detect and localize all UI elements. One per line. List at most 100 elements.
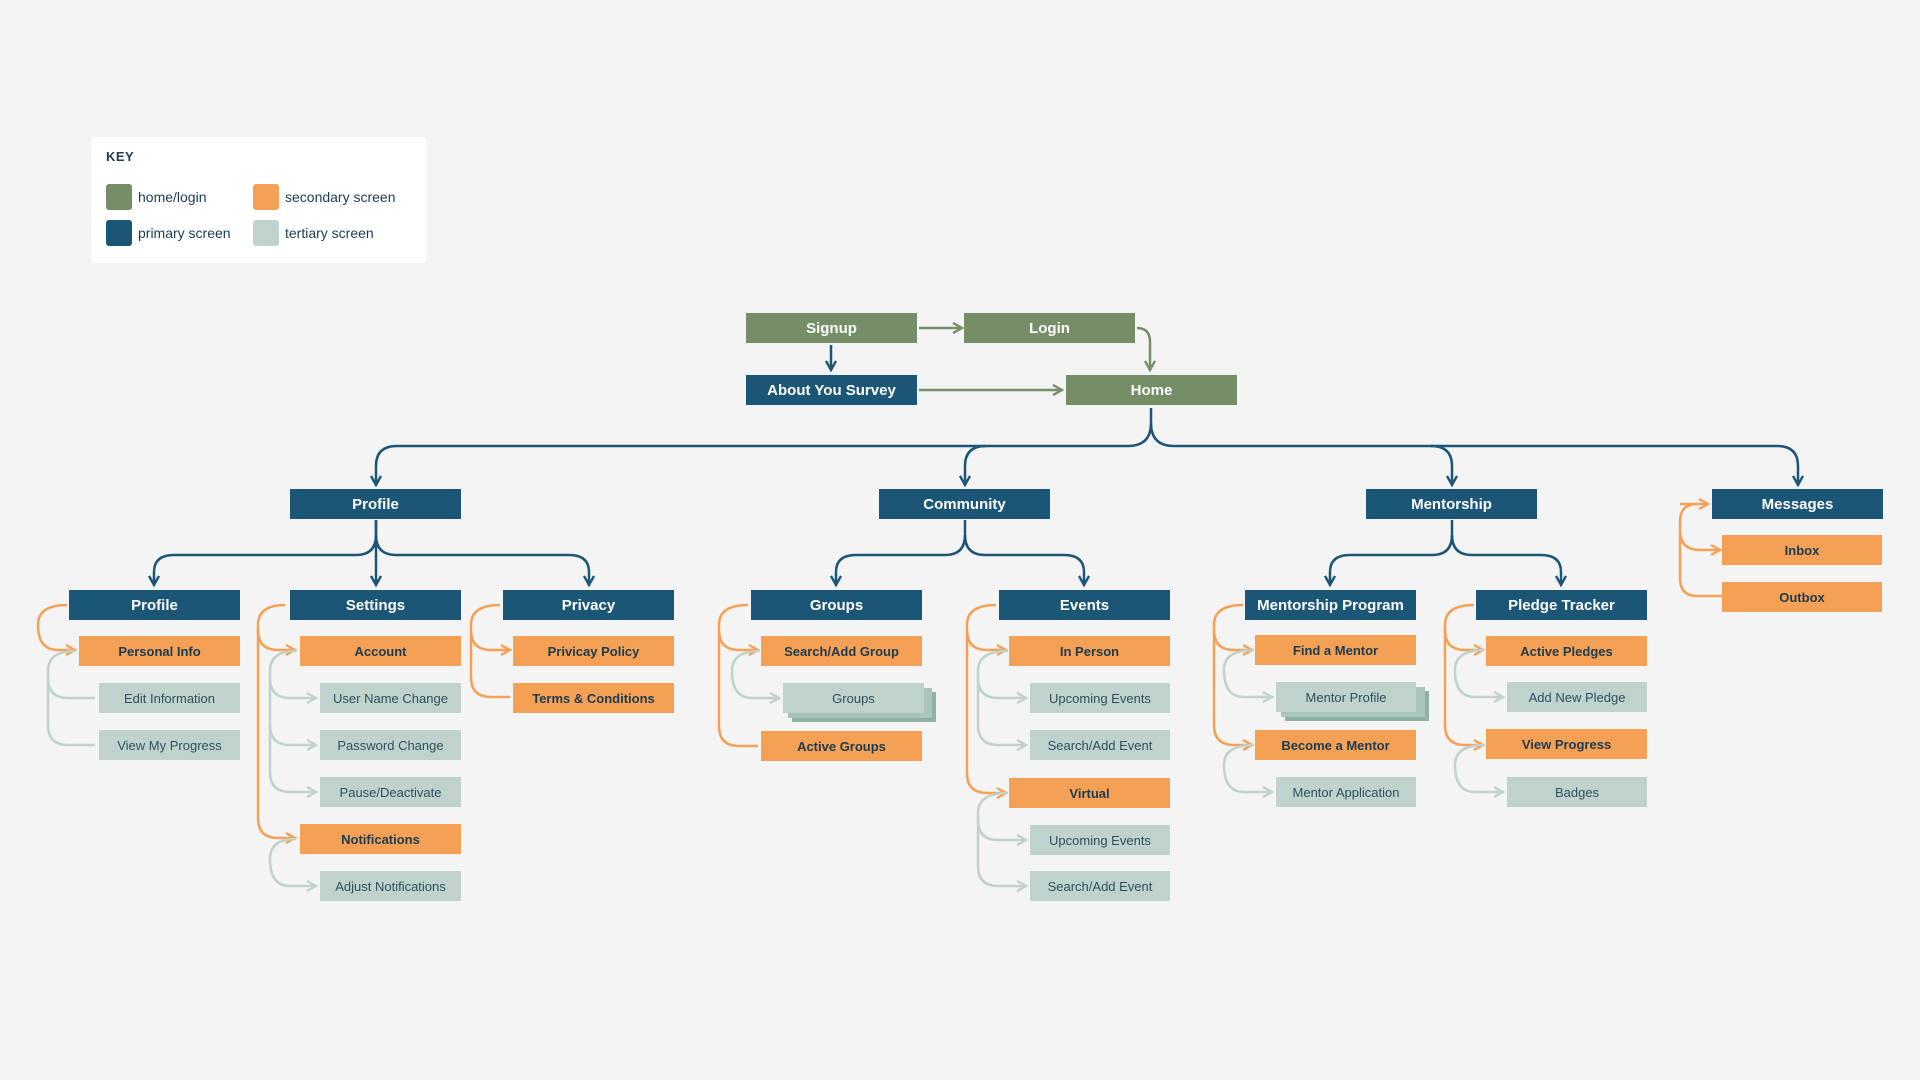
node-adjust-notifications-label: Adjust Notifications: [335, 878, 446, 894]
node-profile-sub[interactable]: Profile: [69, 590, 240, 620]
node-privacy-policy-label: Privicay Policy: [547, 643, 640, 659]
node-add-new-pledge[interactable]: Add New Pledge: [1507, 682, 1647, 712]
arrow-login-home: [1136, 326, 1150, 370]
node-home[interactable]: Home: [1066, 375, 1237, 405]
node-password-change[interactable]: Password Change: [320, 730, 461, 760]
node-outbox-label: Outbox: [1779, 589, 1825, 605]
node-profile-section[interactable]: Profile: [290, 489, 461, 519]
node-account-label: Account: [354, 643, 407, 659]
node-groups-primary-label: Groups: [809, 596, 864, 614]
arrow-profile-profile: [154, 520, 378, 585]
node-settings[interactable]: Settings: [290, 590, 461, 620]
node-find-a-mentor-label: Find a Mentor: [1292, 642, 1379, 658]
node-upcoming-events-2[interactable]: Upcoming Events: [1030, 825, 1170, 855]
node-personal-info[interactable]: Personal Info: [79, 636, 240, 666]
legend-item-primary: primary screen: [106, 220, 231, 246]
node-mentorship-label: Mentorship: [1411, 495, 1492, 513]
node-active-groups[interactable]: Active Groups: [761, 731, 922, 761]
legend-label-home-login: home/login: [138, 189, 207, 205]
legend-title: KEY: [106, 149, 135, 164]
node-outbox[interactable]: Outbox: [1722, 582, 1882, 612]
node-community-label: Community: [923, 495, 1006, 513]
node-mentor-application[interactable]: Mentor Application: [1276, 777, 1416, 807]
legend-swatch-secondary: [253, 184, 279, 210]
node-virtual-label: Virtual: [1069, 785, 1110, 801]
node-inbox[interactable]: Inbox: [1722, 535, 1882, 565]
node-mentor-profile[interactable]: Mentor Profile: [1276, 682, 1416, 712]
legend-swatch-home-login: [106, 184, 132, 210]
node-messages[interactable]: Messages: [1712, 489, 1883, 519]
node-signup-label: Signup: [806, 319, 857, 337]
arrow-community-events: [963, 534, 1084, 585]
node-edit-information-label: Edit Information: [123, 690, 216, 706]
node-become-a-mentor[interactable]: Become a Mentor: [1255, 730, 1416, 760]
node-messages-label: Messages: [1761, 495, 1834, 513]
node-inbox-label: Inbox: [1784, 542, 1820, 558]
node-events[interactable]: Events: [999, 590, 1170, 620]
node-in-person-label: In Person: [1059, 643, 1120, 659]
node-badges[interactable]: Badges: [1507, 777, 1647, 807]
arrow-home-profile: [376, 408, 1153, 485]
node-notifications[interactable]: Notifications: [300, 824, 461, 854]
node-active-pledges[interactable]: Active Pledges: [1486, 636, 1647, 666]
node-events-label: Events: [1059, 596, 1110, 614]
node-pledge-tracker[interactable]: Pledge Tracker: [1476, 590, 1647, 620]
node-terms-conditions[interactable]: Terms & Conditions: [513, 683, 674, 713]
node-in-person[interactable]: In Person: [1009, 636, 1170, 666]
node-search-add-group[interactable]: Search/Add Group: [761, 636, 922, 666]
node-search-add-event-1[interactable]: Search/Add Event: [1030, 730, 1170, 760]
node-find-a-mentor[interactable]: Find a Mentor: [1255, 635, 1416, 665]
node-groups-tertiary-label: Groups: [832, 690, 875, 706]
node-virtual[interactable]: Virtual: [1009, 778, 1170, 808]
arrow-profile-privacy: [374, 534, 589, 585]
node-groups-tertiary[interactable]: Groups: [783, 683, 924, 713]
node-signup[interactable]: Signup: [746, 313, 917, 343]
node-upcoming-events-1[interactable]: Upcoming Events: [1030, 683, 1170, 713]
legend-item-tertiary: tertiary screen: [253, 220, 374, 246]
legend: KEY home/login secondary screen primary …: [91, 137, 426, 263]
node-edit-information[interactable]: Edit Information: [99, 683, 240, 713]
node-profile-section-label: Profile: [352, 495, 399, 513]
arrow-mentorship-pledge: [1450, 534, 1561, 585]
node-personal-info-label: Personal Info: [118, 643, 201, 659]
node-account[interactable]: Account: [300, 636, 461, 666]
arrow-home-community: [965, 444, 987, 485]
node-user-name-change[interactable]: User Name Change: [320, 683, 461, 713]
legend-swatch-tertiary: [253, 220, 279, 246]
node-pause-deactivate[interactable]: Pause/Deactivate: [320, 777, 461, 807]
node-mentorship[interactable]: Mentorship: [1366, 489, 1537, 519]
node-mentorship-program[interactable]: Mentorship Program: [1245, 590, 1416, 620]
legend-item-secondary: secondary screen: [253, 184, 396, 210]
node-view-progress-label: View Progress: [1521, 736, 1612, 752]
node-mentorship-program-label: Mentorship Program: [1257, 596, 1404, 614]
arrow-home-mentorship: [1149, 422, 1452, 485]
node-search-add-event-2[interactable]: Search/Add Event: [1030, 871, 1170, 901]
node-privacy-label: Privacy: [561, 596, 616, 614]
node-view-progress[interactable]: View Progress: [1486, 729, 1647, 759]
legend-label-secondary: secondary screen: [285, 189, 396, 205]
node-adjust-notifications[interactable]: Adjust Notifications: [320, 871, 461, 901]
node-privacy[interactable]: Privacy: [503, 590, 674, 620]
node-profile-sub-label: Profile: [131, 596, 178, 614]
node-notifications-label: Notifications: [341, 831, 420, 847]
legend-label-primary: primary screen: [138, 225, 231, 241]
node-privacy-policy[interactable]: Privicay Policy: [513, 636, 674, 666]
node-community[interactable]: Community: [879, 489, 1050, 519]
node-upcoming-events-1-label: Upcoming Events: [1049, 690, 1151, 706]
arrow-home-messages: [1431, 444, 1798, 485]
node-groups-primary[interactable]: Groups: [751, 590, 922, 620]
legend-swatch-primary: [106, 220, 132, 246]
legend-label-tertiary: tertiary screen: [285, 225, 374, 241]
node-about-you-survey[interactable]: About You Survey: [746, 375, 917, 405]
node-upcoming-events-2-label: Upcoming Events: [1049, 832, 1151, 848]
node-about-you-survey-label: About You Survey: [767, 381, 896, 399]
node-login[interactable]: Login: [964, 313, 1135, 343]
node-badges-label: Badges: [1554, 784, 1600, 800]
node-mentor-profile-label: Mentor Profile: [1305, 689, 1387, 705]
legend-item-home-login: home/login: [106, 184, 207, 210]
node-user-name-change-label: User Name Change: [333, 690, 448, 706]
node-login-label: Login: [1029, 319, 1070, 337]
node-search-add-event-1-label: Search/Add Event: [1047, 737, 1153, 753]
node-view-my-progress[interactable]: View My Progress: [99, 730, 240, 760]
